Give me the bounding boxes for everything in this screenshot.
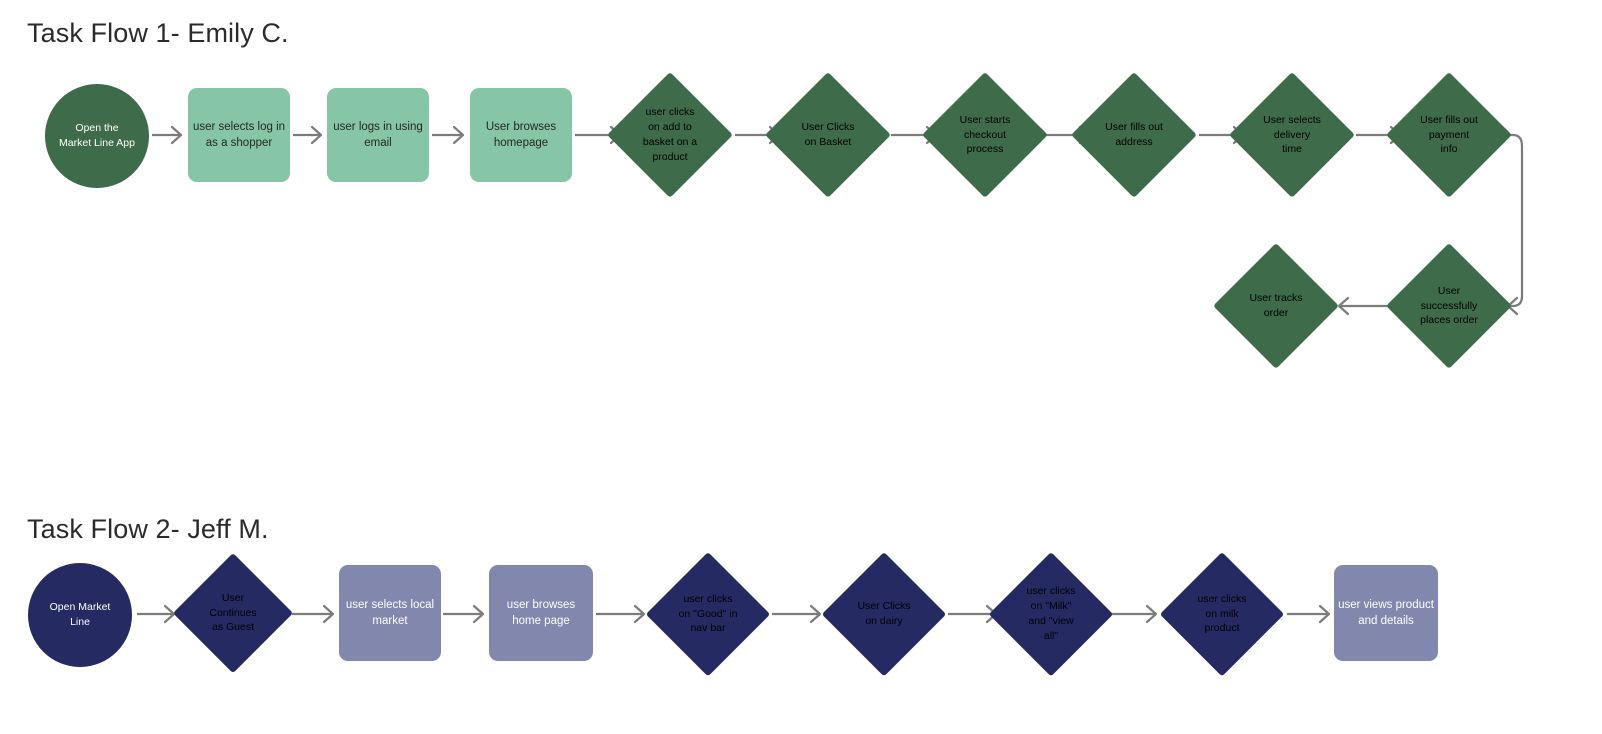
connector-f2-n2-f2-n3 [292,604,335,624]
node-f1-user-browses-homepage[interactable]: User browses homepage [470,88,572,182]
diamond-shape [646,552,770,676]
diamond-shape [1213,243,1339,369]
node-label: User browses homepage [485,120,557,149]
node-f2-user-clicks-dairy[interactable]: User Clicks on dairy [822,552,946,676]
node-f2-clicks-milk-product[interactable]: user clicks on milk product [1160,552,1284,676]
node-f1-add-to-basket[interactable]: user clicks on add to basket on a produc… [607,72,733,198]
diamond-shape [1071,72,1197,198]
diamond-shape [1160,552,1284,676]
diamond-shape [922,72,1048,198]
node-label: user views product and details [1338,598,1434,627]
node-f1-fills-out-address[interactable]: User fills out address [1071,72,1197,198]
node-f1-user-tracks-order[interactable]: User tracks order [1213,243,1339,369]
node-label: user selects local market [345,598,435,627]
node-f1-fills-out-payment-info[interactable]: User fills out payment info [1386,72,1512,198]
node-label: user selects log in as a shopper [192,120,286,149]
flow-1-title: Task Flow 1- Emily C. [27,18,289,48]
node-f1-user-selects-log-in[interactable]: user selects log in as a shopper [188,88,290,182]
node-f1-selects-delivery-time[interactable]: User selects delivery time [1229,72,1355,198]
node-f2-user-selects-local-market[interactable]: user selects local market [339,565,441,661]
node-f1-successfully-places-order[interactable]: User successfully places order [1386,243,1512,369]
diamond-shape [765,72,891,198]
diamond-shape [1386,72,1512,198]
diamond-shape [989,552,1113,676]
node-f2-user-continues-as-guest[interactable]: User Continues as Guest [173,553,293,673]
connector-f2-n7-f2-n8 [1106,604,1158,624]
connector-f2-n5-f2-n6 [772,604,822,624]
node-f1-open-market-line-app[interactable]: Open the Market Line App [45,84,149,188]
connector-f1-n2-f1-n3 [293,125,323,145]
diamond-shape [1229,72,1355,198]
node-f2-clicks-milk-view-all[interactable]: user clicks on "Milk" and "view all" [989,552,1113,676]
connector-f2-n8-f2-n9 [1287,604,1331,624]
node-label: Open Market Line [49,601,111,628]
node-label: user logs in using email [333,120,423,149]
node-f1-user-clicks-basket[interactable]: User Clicks on Basket [765,72,891,198]
node-label: user browses home page [506,598,576,627]
connector-f1-n11-f1-n12 [1337,296,1392,316]
node-f1-user-logs-in-email[interactable]: user logs in using email [327,88,429,182]
connector-f2-n3-f2-n4 [443,604,485,624]
diamond-shape [1386,243,1512,369]
diamond-shape [822,552,946,676]
connector-f1-n3-f1-n4 [432,125,465,145]
node-f2-clicks-good-nav-bar[interactable]: user clicks on "Good" in nav bar [646,552,770,676]
node-label: Open the Market Line App [59,122,135,149]
node-f2-open-market-line[interactable]: Open Market Line [28,563,132,667]
diamond-shape [607,72,733,198]
connector-f2-n4-f2-n5 [596,604,646,624]
node-f2-user-views-product-details[interactable]: user views product and details [1334,565,1438,661]
connector-f1-n1-f1-n2 [152,125,183,145]
diamond-shape [173,553,293,673]
flow-2-title: Task Flow 2- Jeff M. [27,514,269,544]
node-f2-user-browses-home-page[interactable]: user browses home page [489,565,593,661]
connector-f2-n1-f2-n2 [137,604,176,624]
node-f1-starts-checkout[interactable]: User starts checkout process [922,72,1048,198]
